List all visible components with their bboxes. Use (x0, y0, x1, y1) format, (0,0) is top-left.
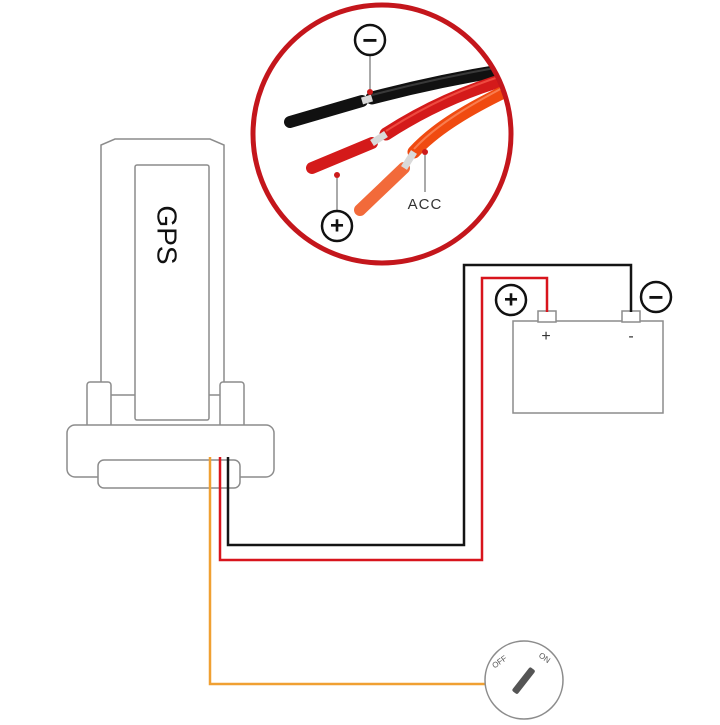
inset-acc-label: ACC (408, 196, 443, 213)
battery-minus-terminal (621, 310, 641, 323)
inset-orange-wire-highlight (413, 84, 509, 150)
inset-ring (250, 2, 514, 266)
battery-minus-symbol-glyph: − (648, 282, 663, 312)
inset-plus-glyph: + (330, 213, 344, 240)
inset-plus-dot (334, 172, 340, 178)
inset-minus-dot (367, 89, 373, 95)
inset-acc-dot (422, 149, 428, 155)
inset-black-wire-end (284, 95, 368, 128)
inset-minus-glyph: − (362, 25, 377, 55)
battery-minus-symbol: − (639, 280, 673, 314)
red-wire (218, 276, 549, 562)
gps-left-ear (86, 381, 112, 431)
inset-black-wire-tip (360, 94, 374, 105)
ignition-switch: OFF ON (484, 640, 564, 720)
ignition-key-slot (512, 667, 535, 694)
gps-label: GPS (152, 205, 183, 264)
inset-black-wire (365, 63, 511, 105)
inset-orange-wire (407, 81, 511, 159)
battery-minus-terminal-label: - (628, 328, 633, 345)
inset-minus-symbol: − (353, 23, 387, 57)
inset-wires (284, 63, 511, 216)
inset-red-wire (379, 71, 511, 141)
inset-red-wire-tip (370, 131, 388, 146)
inset-red-wire-end (306, 137, 378, 174)
gps-base (97, 459, 241, 489)
battery-plus-terminal-label: + (541, 328, 550, 345)
battery-plus-symbol: + (494, 283, 528, 317)
inset-orange-wire-end (354, 162, 410, 216)
inset-plus-symbol: + (320, 209, 354, 243)
gps-device (66, 138, 275, 489)
inset-red-wire-highlight (385, 74, 506, 132)
battery-body (512, 320, 664, 414)
gps-right-ear (219, 381, 245, 431)
battery-plus-symbol-glyph: + (504, 287, 518, 314)
acc-wire (208, 457, 486, 686)
inset-black-wire-highlight (371, 66, 501, 96)
inset-orange-wire-tip (401, 150, 417, 170)
battery-plus-terminal (537, 310, 557, 323)
battery (512, 310, 664, 414)
gps-label-panel (134, 164, 210, 421)
black-wire (226, 263, 633, 547)
